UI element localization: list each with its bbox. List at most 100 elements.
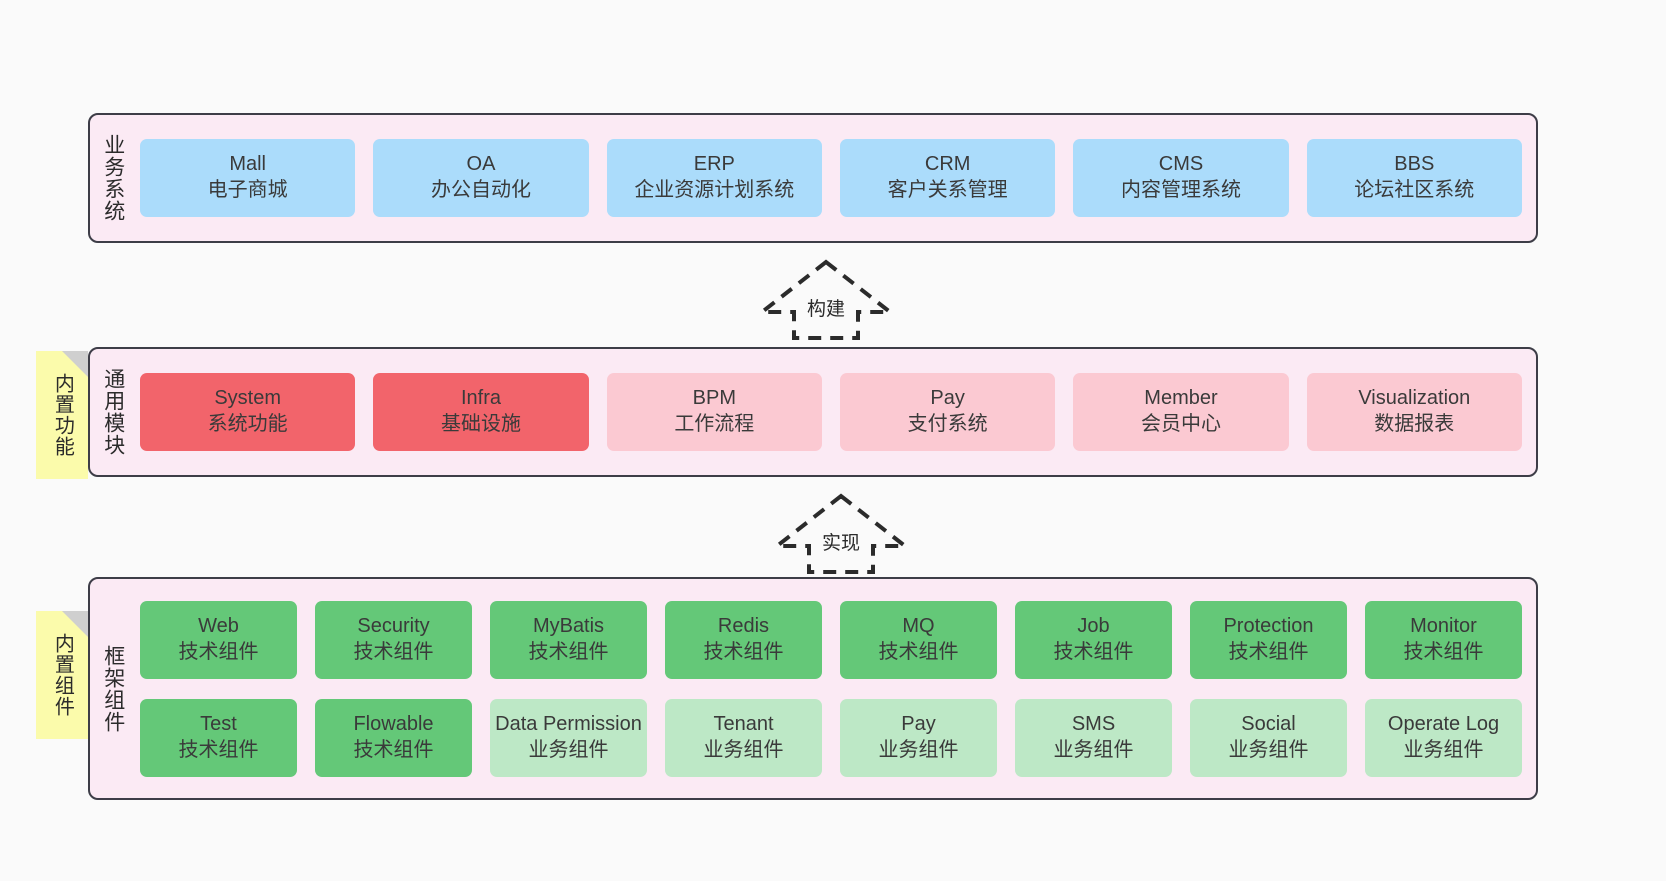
note-builtin-features: 内置功能 <box>36 351 88 479</box>
card-infra[interactable]: Infra 基础设施 <box>373 373 589 451</box>
card-title: BPM <box>692 387 736 410</box>
card-social[interactable]: Social 业务组件 <box>1190 698 1347 777</box>
layer-title-framework-components: 框架组件 <box>101 644 125 733</box>
card-data-permission[interactable]: Data Permission 业务组件 <box>490 698 647 777</box>
card-subtitle: 技术组件 <box>178 640 259 663</box>
card-oa[interactable]: OA 办公自动化 <box>373 139 589 217</box>
card-bpm[interactable]: BPM 工作流程 <box>606 373 822 451</box>
card-title: Data Permission <box>495 712 642 735</box>
card-subtitle: 技术组件 <box>353 738 434 761</box>
card-member[interactable]: Member 会员中心 <box>1073 373 1289 451</box>
card-title: Web <box>198 614 239 637</box>
card-title: Mall <box>229 153 266 176</box>
card-pay-component[interactable]: Pay 业务组件 <box>840 698 997 777</box>
card-subtitle: 论坛社区系统 <box>1354 179 1475 201</box>
card-title: Member <box>1144 387 1218 410</box>
card-subtitle: 内容管理系统 <box>1120 179 1241 201</box>
layer-business-systems: 业务系统 Mall 电子商城 OA 办公自动化 ERP 企业资源计划系统 CRM… <box>88 113 1538 243</box>
layer-framework-components: 框架组件 Web 技术组件 Security 技术组件 MyBatis 技术组件… <box>88 577 1538 800</box>
layer-title-business-systems: 业务系统 <box>101 134 125 222</box>
card-title: Operate Log <box>1387 712 1500 735</box>
card-title: System <box>214 387 281 410</box>
card-subtitle: 技术组件 <box>1053 640 1134 663</box>
card-subtitle: 会员中心 <box>1140 413 1221 435</box>
card-subtitle: 基础设施 <box>440 413 521 435</box>
card-title: Redis <box>717 614 770 637</box>
card-title: Job <box>1077 614 1110 637</box>
note-label: 内置功能 <box>51 373 74 457</box>
card-title: Test <box>200 712 237 735</box>
card-job[interactable]: Job 技术组件 <box>1015 600 1172 679</box>
card-protection[interactable]: Protection 技术组件 <box>1190 600 1347 679</box>
layer-body-common-modules: System 系统功能 Infra 基础设施 BPM 工作流程 Pay 支付系统… <box>136 349 1536 475</box>
layer-title-common-modules: 通用模块 <box>101 368 125 456</box>
card-subtitle: 系统功能 <box>207 413 288 435</box>
card-crm[interactable]: CRM 客户关系管理 <box>839 139 1056 217</box>
card-subtitle: 电子商城 <box>207 179 288 201</box>
card-visualization[interactable]: Visualization 数据报表 <box>1306 373 1522 451</box>
card-row: Mall 电子商城 OA 办公自动化 ERP 企业资源计划系统 CRM 客户关系… <box>140 139 1522 217</box>
card-subtitle: 业务组件 <box>1403 738 1484 761</box>
note-builtin-components: 内置组件 <box>36 611 88 739</box>
layer-body-framework-components: Web 技术组件 Security 技术组件 MyBatis 技术组件 Redi… <box>136 579 1536 798</box>
card-subtitle: 办公自动化 <box>430 179 531 201</box>
card-title: Security <box>357 614 430 637</box>
card-subtitle: 工作流程 <box>674 413 755 435</box>
card-sms[interactable]: SMS 业务组件 <box>1015 698 1172 777</box>
card-title: Flowable <box>353 712 434 735</box>
card-title: SMS <box>1071 712 1116 735</box>
card-subtitle: 技术组件 <box>353 640 434 663</box>
card-subtitle: 技术组件 <box>528 640 609 663</box>
card-security[interactable]: Security 技术组件 <box>315 600 472 679</box>
card-title: OA <box>466 153 496 176</box>
layer-common-modules: 通用模块 System 系统功能 Infra 基础设施 BPM 工作流程 Pay… <box>88 347 1538 477</box>
card-title: Infra <box>460 387 501 410</box>
card-title: CMS <box>1158 153 1204 176</box>
card-monitor[interactable]: Monitor 技术组件 <box>1365 600 1522 679</box>
card-web[interactable]: Web 技术组件 <box>140 600 297 679</box>
card-test[interactable]: Test 技术组件 <box>140 698 297 777</box>
card-system[interactable]: System 系统功能 <box>140 373 356 451</box>
card-operate-log[interactable]: Operate Log 业务组件 <box>1365 698 1522 777</box>
connector-label: 实现 <box>819 527 862 555</box>
note-label: 内置组件 <box>51 633 74 717</box>
card-subtitle: 业务组件 <box>878 738 959 761</box>
connector-label: 构建 <box>804 293 847 321</box>
connector-build: 构建 <box>756 258 896 342</box>
card-subtitle: 技术组件 <box>1403 640 1484 663</box>
card-title: MyBatis <box>532 614 605 637</box>
card-flowable[interactable]: Flowable 技术组件 <box>315 698 472 777</box>
card-subtitle: 技术组件 <box>1228 640 1309 663</box>
card-title: ERP <box>693 153 735 176</box>
card-title: CRM <box>924 153 971 176</box>
card-title: Social <box>1241 712 1296 735</box>
card-subtitle: 技术组件 <box>178 738 259 761</box>
card-subtitle: 业务组件 <box>1053 738 1134 761</box>
card-subtitle: 业务组件 <box>1228 738 1309 761</box>
card-row: System 系统功能 Infra 基础设施 BPM 工作流程 Pay 支付系统… <box>140 373 1522 451</box>
card-cms[interactable]: CMS 内容管理系统 <box>1073 139 1289 217</box>
connector-implement: 实现 <box>771 492 911 576</box>
card-subtitle: 数据报表 <box>1374 413 1455 435</box>
card-title: Pay <box>901 712 936 735</box>
card-erp[interactable]: ERP 企业资源计划系统 <box>606 139 822 217</box>
card-bbs[interactable]: BBS 论坛社区系统 <box>1306 139 1522 217</box>
card-subtitle: 技术组件 <box>703 640 784 663</box>
card-mybatis[interactable]: MyBatis 技术组件 <box>490 600 647 679</box>
layer-body-business-systems: Mall 电子商城 OA 办公自动化 ERP 企业资源计划系统 CRM 客户关系… <box>136 115 1536 241</box>
card-mq[interactable]: MQ 技术组件 <box>840 600 997 679</box>
card-subtitle: 业务组件 <box>703 738 784 761</box>
card-tenant[interactable]: Tenant 业务组件 <box>665 698 822 777</box>
card-subtitle: 业务组件 <box>528 738 609 761</box>
card-subtitle: 客户关系管理 <box>887 179 1008 201</box>
card-title: Tenant <box>713 712 774 735</box>
card-subtitle: 技术组件 <box>878 640 959 663</box>
card-title: BBS <box>1394 153 1435 176</box>
card-subtitle: 支付系统 <box>907 413 988 435</box>
card-mall[interactable]: Mall 电子商城 <box>140 139 356 217</box>
card-redis[interactable]: Redis 技术组件 <box>665 600 822 679</box>
card-title: Visualization <box>1358 387 1471 410</box>
card-pay[interactable]: Pay 支付系统 <box>839 373 1056 451</box>
card-title: Protection <box>1223 614 1314 637</box>
